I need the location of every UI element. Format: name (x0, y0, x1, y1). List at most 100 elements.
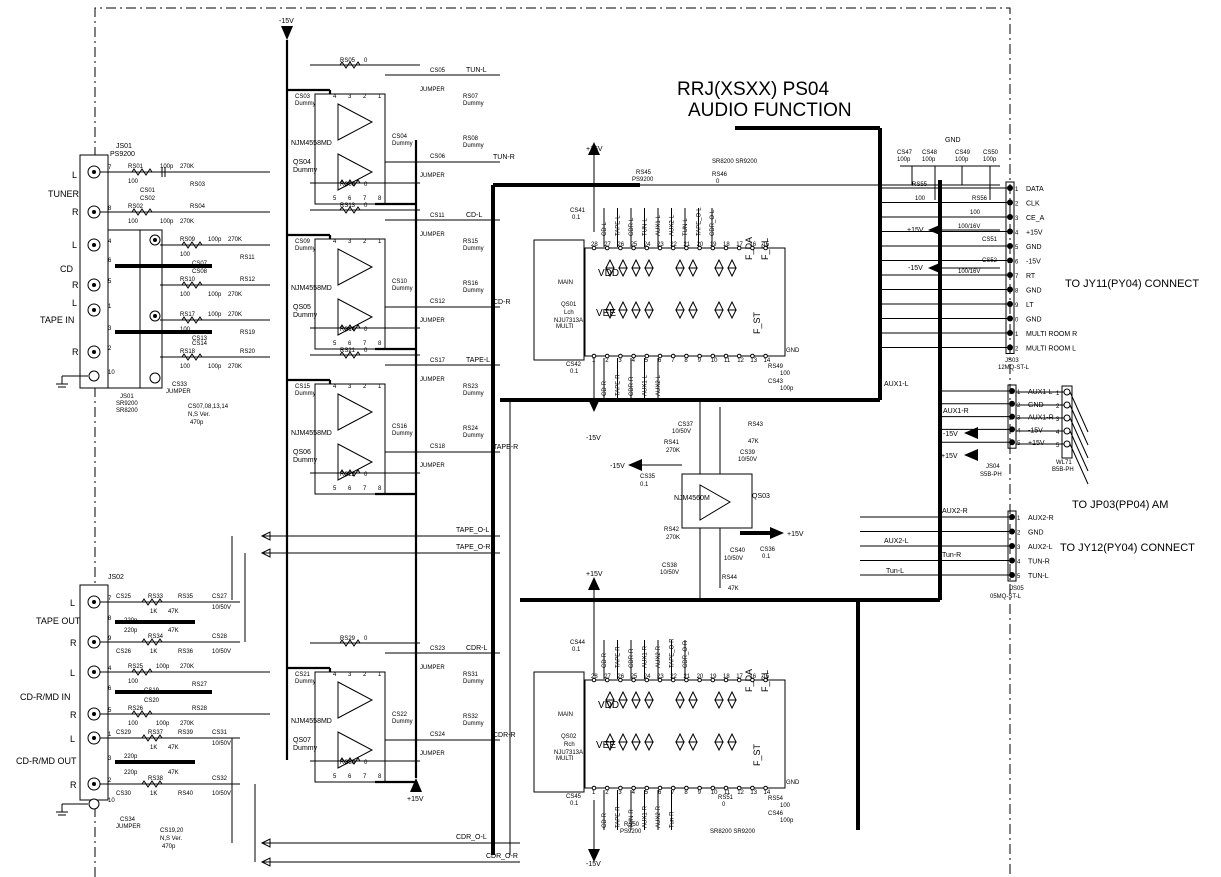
switch-symbol (605, 258, 615, 278)
svg-text:CS47: CS47 (897, 150, 913, 156)
resistor-ref: RS13 (340, 203, 356, 209)
pin (710, 785, 716, 791)
pin-number: 5 (333, 196, 337, 202)
svg-text:B5B-PH: B5B-PH (1052, 467, 1074, 473)
pin-number: 9 (1015, 303, 1019, 309)
pin (750, 785, 755, 791)
pin-number: 17 (736, 674, 743, 680)
pin-number: 5 (1017, 574, 1021, 580)
net-label: AUX1-R (643, 805, 649, 828)
svg-text:7: 7 (108, 596, 112, 602)
resistor-ref: RS45 (636, 170, 652, 176)
pin-number: 2 (1017, 403, 1021, 409)
switch-symbol (714, 300, 724, 320)
resistor-value: Dummy (463, 721, 484, 727)
svg-text:10/50V: 10/50V (212, 741, 231, 747)
resistor-ref: RS21 (340, 348, 356, 354)
pin-label: -15V (1026, 259, 1041, 266)
cap-ref: CS03 (295, 94, 311, 100)
pin-number: 26 (617, 242, 624, 248)
svg-text:QS03: QS03 (752, 493, 770, 500)
svg-text:270K: 270K (180, 164, 194, 170)
pin (723, 353, 729, 359)
switch-symbol (618, 690, 628, 710)
pin-number: 7 (671, 790, 675, 796)
svg-text:S5B-PH: S5B-PH (980, 472, 1002, 478)
svg-text:TAPE IN: TAPE IN (40, 315, 74, 325)
main-label: MAIN (558, 280, 573, 286)
resistor-value: Dummy (463, 101, 484, 107)
resistor (339, 324, 361, 332)
svg-text:CS19,20: CS19,20 (160, 828, 184, 834)
svg-text:CDR_O-R: CDR_O-R (486, 853, 518, 860)
svg-text:-15V: -15V (586, 861, 601, 868)
svg-text:AUX1-R: AUX1-R (943, 408, 969, 415)
pin (644, 353, 650, 359)
pin-number: 4 (1017, 560, 1021, 566)
pin (697, 785, 702, 791)
pin-number: 17 (736, 242, 743, 248)
pin-number: 12 (737, 358, 744, 364)
jumper-label: JUMPER (420, 232, 445, 238)
svg-text:RS33: RS33 (148, 594, 164, 600)
net-label: AUX1-R (643, 645, 649, 668)
pin-number: 3 (348, 239, 352, 245)
connector-pin (1007, 228, 1013, 235)
jumper-label: JUMPER (420, 318, 445, 324)
net-label: TAPE-L (466, 357, 490, 364)
pin-number: 4 (333, 239, 337, 245)
jumper-label: JUMPER (420, 377, 445, 383)
pin (684, 245, 689, 251)
connector-pin (1063, 401, 1071, 409)
svg-text:100p: 100p (208, 312, 222, 318)
svg-text:470p: 470p (190, 420, 204, 426)
svg-text:270K: 270K (666, 535, 680, 541)
resistor-ref: RS31 (463, 672, 479, 678)
opamp-symbol (337, 248, 374, 286)
pin-number: 25 (631, 674, 638, 680)
svg-text:100: 100 (180, 252, 191, 258)
pin-label: TUN-R (1028, 559, 1050, 566)
pin-number: 1 (592, 358, 596, 364)
svg-text:100/16V: 100/16V (958, 269, 980, 275)
pin (750, 353, 755, 359)
pin-number: 4 (333, 384, 337, 390)
resistor-ref: RS07 (463, 94, 479, 100)
vee-label: VEE (596, 740, 616, 751)
resistor-part: PS9200 (632, 177, 654, 183)
gnd-label: GND (786, 348, 800, 354)
pin-number: 7 (363, 486, 367, 492)
svg-text:-15V: -15V (586, 435, 601, 442)
pin-number: 8 (378, 486, 382, 492)
svg-text:1: 1 (108, 304, 112, 310)
pin-label: +15V (1026, 230, 1043, 237)
cap-ref: CS45 (566, 794, 582, 800)
switch-symbol (631, 258, 641, 278)
connector-pin (1007, 286, 1013, 293)
cap-ref: CS21 (295, 672, 311, 678)
svg-text:JS04: JS04 (986, 464, 1000, 470)
svg-text:CS51: CS51 (982, 237, 998, 243)
svg-text:CS07: CS07 (192, 261, 208, 267)
svg-text:CS33: CS33 (172, 382, 188, 388)
dummy-label: Dummy (293, 312, 318, 319)
svg-text:JS03: JS03 (1005, 358, 1019, 364)
pin-number: 5 (645, 790, 649, 796)
net-label: CD-R (602, 652, 608, 668)
pin-label: GND (1028, 530, 1044, 537)
svg-text:-15V: -15V (908, 265, 923, 272)
opamp-symbol (337, 443, 374, 481)
resistor-ref: RS14 (340, 327, 356, 333)
pin (763, 245, 768, 251)
resistor-ref: RS51 (718, 795, 734, 801)
connector-pin (1007, 257, 1013, 264)
svg-text:Tun-R: Tun-R (942, 552, 961, 559)
connector-pin (1007, 301, 1013, 307)
pin (684, 677, 689, 683)
svg-text:47K: 47K (168, 609, 179, 615)
pin (697, 245, 702, 251)
svg-text:CS07,08,13,14: CS07,08,13,14 (188, 404, 229, 410)
pin-number: 16 (749, 674, 756, 680)
